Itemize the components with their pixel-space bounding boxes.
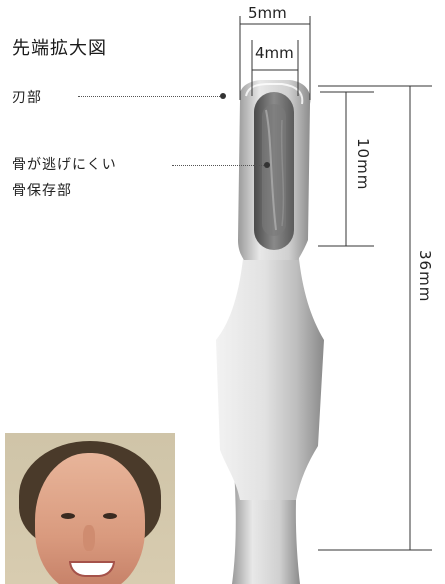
page-title: 先端拡大図 — [12, 38, 107, 59]
label-retainer-line2: 骨保存部 — [12, 183, 72, 199]
instrument-paddle — [216, 250, 324, 500]
leader-blade-dot — [220, 93, 226, 99]
dim-36mm-text: 36mm — [416, 250, 434, 303]
dim-5mm-text: 5mm — [248, 4, 287, 22]
leader-retainer — [172, 165, 264, 166]
label-retainer-line1: 骨が逃げにくい — [12, 157, 117, 173]
dim-10mm-text: 10mm — [354, 138, 372, 191]
label-blade: 刃部 — [12, 90, 42, 106]
leader-retainer-dot — [264, 162, 270, 168]
leader-blade — [78, 96, 222, 97]
portrait-photo — [5, 433, 175, 584]
portrait-nose — [83, 525, 95, 551]
portrait-right-eye — [103, 513, 117, 519]
dim-4mm-text: 4mm — [255, 44, 294, 62]
portrait-left-eye — [61, 513, 75, 519]
